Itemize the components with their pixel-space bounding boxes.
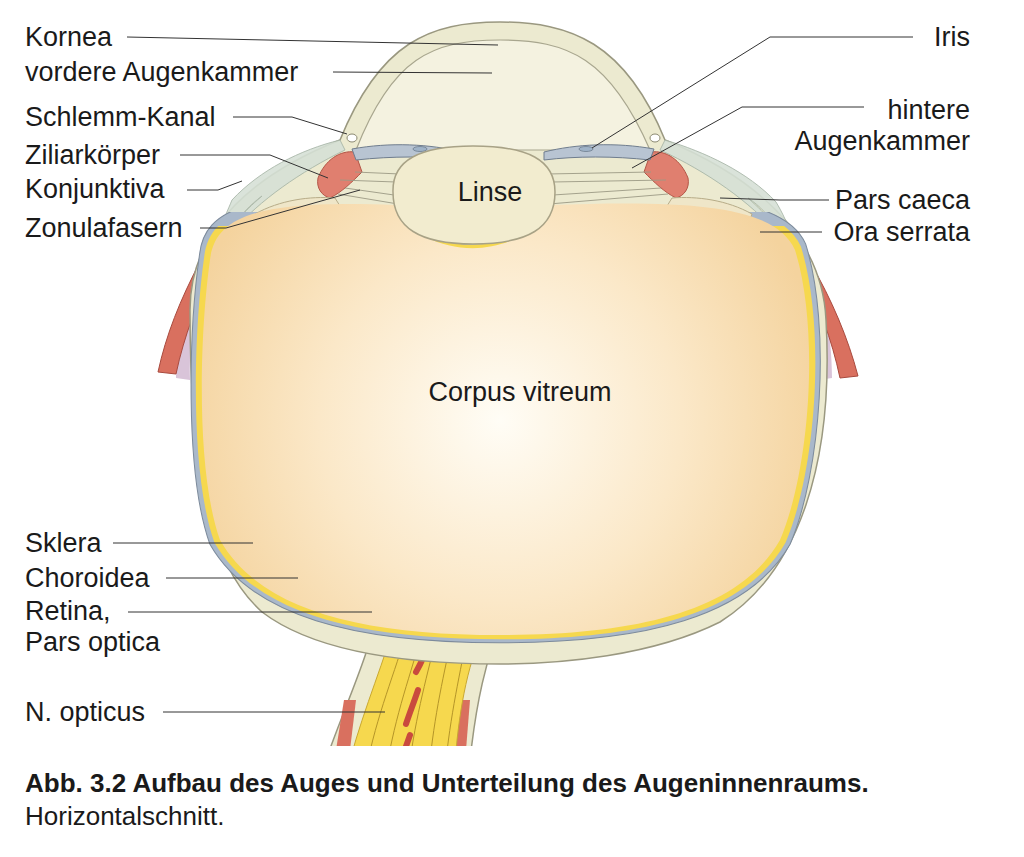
lens bbox=[393, 146, 555, 244]
schlemm-canal bbox=[650, 134, 660, 142]
part-label: hintere Augenkammer bbox=[770, 95, 970, 157]
figure-caption: Abb. 3.2 Aufbau des Auges und Unterteilu… bbox=[25, 768, 869, 799]
part-label: Linse bbox=[458, 177, 523, 208]
anterior-chamber bbox=[356, 40, 650, 150]
iris bbox=[544, 145, 654, 160]
part-label: N. opticus bbox=[25, 697, 145, 728]
part-label: Konjunktiva bbox=[25, 174, 165, 205]
sclera bbox=[190, 22, 827, 664]
nerve-vessel bbox=[336, 700, 356, 746]
schlemm-canal bbox=[347, 134, 357, 142]
part-label: Pars caeca bbox=[835, 185, 970, 216]
iris-detail bbox=[413, 147, 427, 152]
part-label: Ziliarkörper bbox=[25, 140, 160, 171]
part-label: Sklera bbox=[25, 528, 102, 559]
part-label: Corpus vitreum bbox=[428, 377, 611, 408]
leader-lines bbox=[113, 37, 913, 712]
central-vessel bbox=[404, 735, 410, 746]
part-label: vordere Augenkammer bbox=[25, 57, 298, 88]
part-label: Schlemm-Kanal bbox=[25, 102, 216, 133]
part-label: Ora serrata bbox=[833, 217, 970, 248]
caption-subtitle: Horizontalschnitt. bbox=[25, 801, 224, 832]
vitreous-body bbox=[202, 203, 809, 635]
iris-detail bbox=[579, 147, 593, 152]
part-label: Choroidea bbox=[25, 563, 150, 594]
central-vessel bbox=[406, 690, 418, 724]
part-label: Iris bbox=[934, 22, 970, 53]
part-label: Zonulafasern bbox=[25, 213, 183, 244]
part-label: Kornea bbox=[25, 22, 112, 53]
retina bbox=[196, 226, 816, 639]
part-label: Retina, Pars optica bbox=[25, 596, 167, 658]
